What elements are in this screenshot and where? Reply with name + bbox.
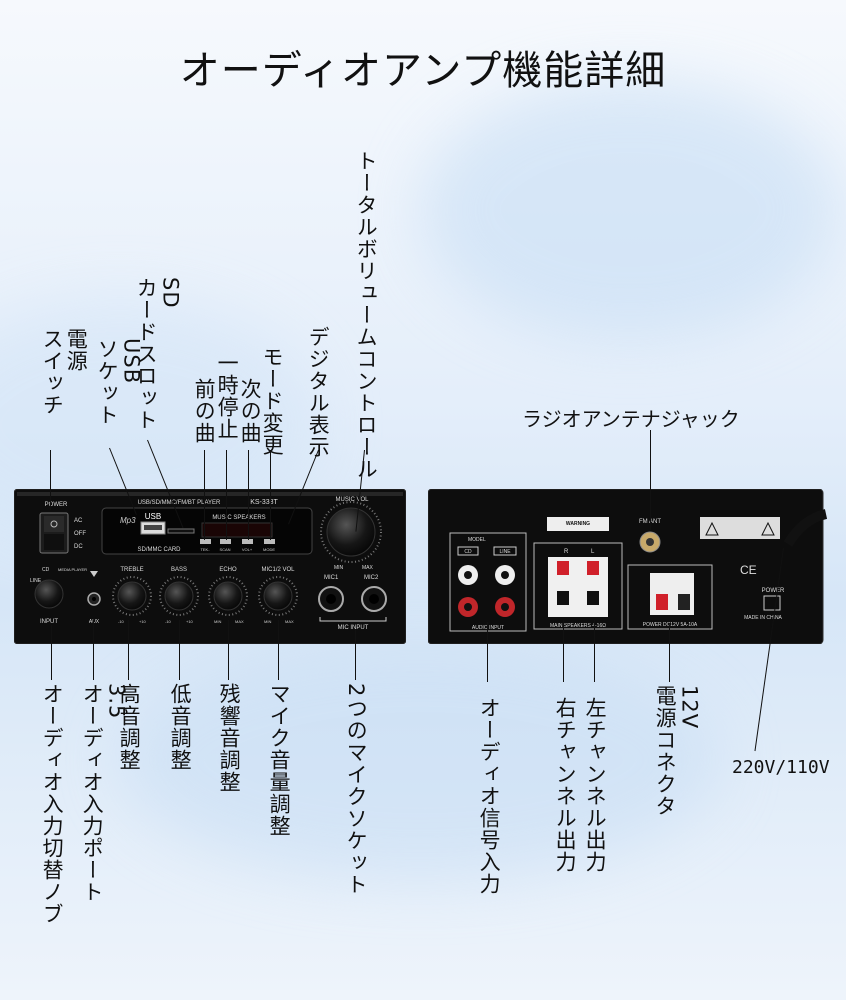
digital-display bbox=[201, 522, 273, 538]
label-treble: 高音調整 bbox=[117, 683, 142, 771]
media-player-text: MEDIA PLAYER bbox=[58, 567, 87, 572]
rear-power-text: POWER bbox=[762, 588, 785, 594]
sd-card-text: SD/MMC CARD bbox=[138, 547, 182, 553]
vol-max-text: MAX bbox=[362, 565, 374, 571]
input-selector-knob[interactable] bbox=[34, 579, 64, 609]
label-bass: 低音調整 bbox=[168, 683, 193, 771]
input-text: INPUT bbox=[40, 619, 58, 625]
bass-knob[interactable] bbox=[164, 581, 194, 611]
mic1-text: MIC1 bbox=[324, 575, 339, 581]
power-text: POWER bbox=[45, 502, 68, 508]
mic-vol-knob-group: MIC1/2 VOL MIN MAX bbox=[258, 567, 298, 624]
warning-text: WARNING bbox=[566, 521, 590, 527]
btn4-text: MODE bbox=[263, 547, 275, 552]
front-panel: POWER AC OFF DC USB/SD/MMC/FM/BT PLAYER … bbox=[14, 489, 406, 644]
label-radio-antenna: ラジオアンテナジャック bbox=[522, 407, 740, 431]
model-label-text: MODEL bbox=[468, 537, 486, 543]
label-aux-port: 3.5 オーディオ入力ポート bbox=[80, 683, 129, 903]
ce-mark: CE bbox=[740, 563, 757, 577]
cd-text: CD bbox=[42, 567, 50, 573]
rear-line-text: LINE bbox=[499, 549, 511, 555]
pause-button[interactable] bbox=[220, 539, 231, 544]
sd-card-slot[interactable] bbox=[167, 528, 195, 534]
bass-min-text: -10 bbox=[165, 619, 172, 624]
treble-knob-group: TREBLE -10 +10 bbox=[112, 567, 152, 624]
label-input-knob: オーディオ入力切替ノブ bbox=[40, 683, 65, 925]
audio-input-text: AUDIO INPUT bbox=[472, 625, 504, 631]
label-ac-power: 220V/110V bbox=[732, 757, 830, 778]
btn2-text: SCAN bbox=[219, 547, 230, 552]
power-dc-text: POWER DC12V 5A-10A bbox=[643, 622, 698, 628]
echo-text: ECHO bbox=[219, 567, 237, 573]
model-text: KS-338T bbox=[250, 499, 278, 506]
treble-knob[interactable] bbox=[117, 581, 147, 611]
label-power-switch: 電源 スイッチ bbox=[40, 328, 89, 416]
btn1-text: TEK- bbox=[200, 547, 210, 552]
dc-text: DC bbox=[74, 544, 83, 550]
label-mic-sockets: 2つのマイクソケット bbox=[344, 683, 369, 896]
label-dc-power: 12V 電源コネクタ bbox=[653, 685, 702, 817]
page-title: オーディオアンプ機能詳細 bbox=[179, 48, 667, 94]
music-vol-text: MUSIC VOL bbox=[335, 497, 369, 503]
treble-text: TREBLE bbox=[120, 567, 143, 573]
label-usb-socket: USB ソケット bbox=[95, 338, 144, 426]
bass-max-text: +10 bbox=[186, 619, 194, 624]
ac-text: AC bbox=[74, 518, 83, 524]
btn3-text: VOL+ bbox=[242, 547, 253, 552]
mic-min-text: MIN bbox=[264, 619, 271, 624]
r-text: R bbox=[564, 549, 569, 555]
label-audio-input: オーディオ信号入力 bbox=[477, 697, 502, 895]
echo-max-text: MAX bbox=[235, 619, 244, 624]
mode-button[interactable] bbox=[264, 539, 275, 544]
total-volume-knob[interactable] bbox=[326, 507, 376, 557]
treble-min-text: -10 bbox=[118, 619, 125, 624]
mic-vol-text: MIC1/2 VOL bbox=[261, 567, 295, 573]
bass-knob-group: BASS -10 +10 bbox=[159, 567, 199, 624]
treble-max-text: +10 bbox=[139, 619, 147, 624]
label-digital-display: デジタル表示 bbox=[306, 326, 331, 458]
ac-power-cord bbox=[783, 509, 828, 547]
label-pause: 一時停止 bbox=[215, 352, 240, 440]
brand-text: MUSIC SPEAKERS bbox=[212, 515, 265, 521]
label-total-volume: トータルボリュームコントロール bbox=[354, 150, 379, 480]
label-echo: 残響音調整 bbox=[217, 683, 242, 793]
label-sd-slot: SD カードスロット bbox=[134, 277, 183, 431]
label-mode: モード変更 bbox=[260, 346, 285, 456]
label-right-output: 右チャンネル出力 bbox=[553, 697, 578, 873]
rear-cd-text: CD bbox=[464, 549, 472, 555]
made-in-text: MADE IN CHINA bbox=[744, 615, 782, 621]
next-button[interactable] bbox=[242, 539, 253, 544]
prev-button[interactable] bbox=[200, 539, 211, 544]
label-left-output: 左チャンネル出力 bbox=[583, 697, 608, 873]
bass-text: BASS bbox=[171, 567, 187, 573]
echo-knob-group: ECHO MIN MAX bbox=[208, 567, 248, 624]
vol-min-text: MIN bbox=[334, 565, 344, 571]
rear-panel: MODEL CD LINE AUDIO INPUT WARNING R L MA… bbox=[428, 489, 828, 644]
echo-knob[interactable] bbox=[213, 581, 243, 611]
mic-volume-knob[interactable] bbox=[263, 581, 293, 611]
mic-max-text: MAX bbox=[285, 619, 294, 624]
off-text: OFF bbox=[74, 531, 86, 537]
line-text: LINE bbox=[30, 578, 42, 584]
usb-text: USB bbox=[145, 512, 161, 521]
player-text: USB/SD/MMC/FM/BT PLAYER bbox=[138, 500, 221, 506]
label-mic-volume: マイク音量調整 bbox=[267, 683, 292, 837]
label-next: 次の曲 bbox=[238, 378, 263, 444]
echo-min-text: MIN bbox=[214, 619, 221, 624]
aux-text: AUX bbox=[89, 619, 100, 625]
mic-input-text: MIC INPUT bbox=[338, 625, 369, 631]
main-speakers-text: MAIN SPEAKERS 4-16Ω bbox=[550, 623, 606, 629]
mic2-text: MIC2 bbox=[364, 575, 379, 581]
label-prev: 前の曲 bbox=[192, 378, 217, 444]
l-text: L bbox=[591, 549, 595, 555]
mp3-logo: Mp3 bbox=[120, 516, 136, 525]
